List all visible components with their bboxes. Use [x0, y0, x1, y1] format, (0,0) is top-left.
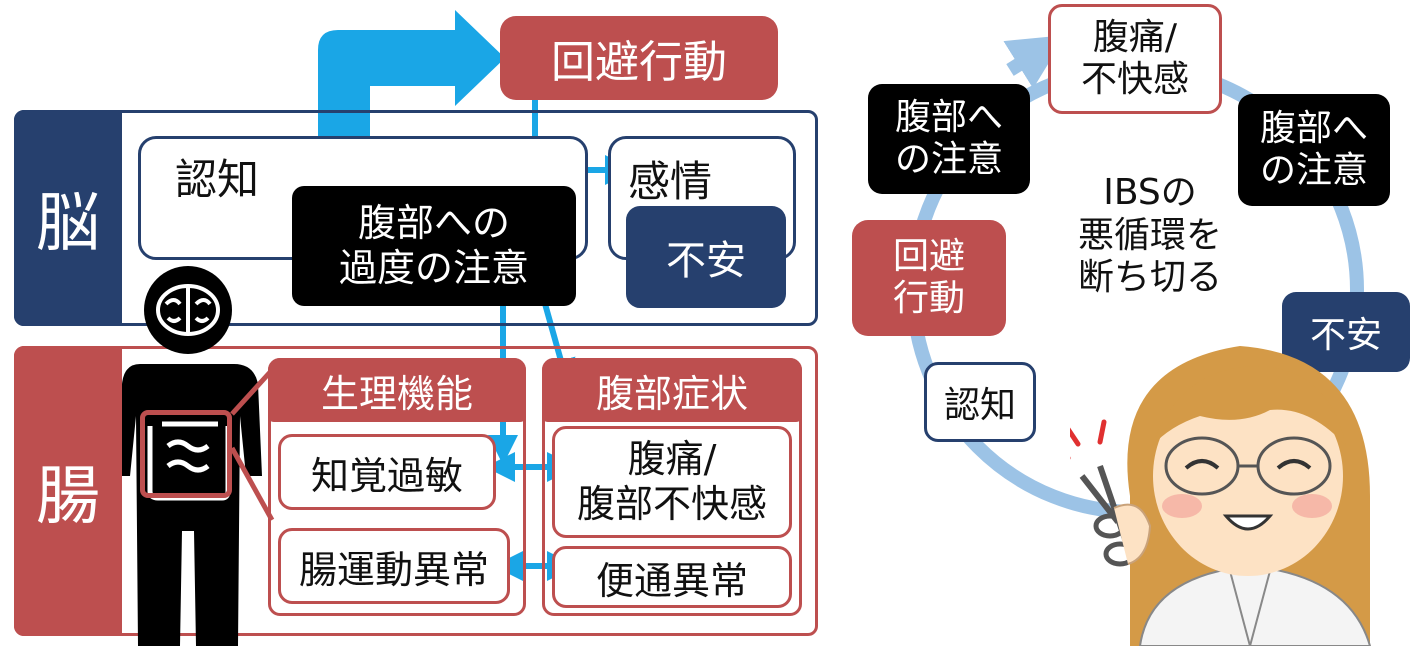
cycle-center-line-1: IBSの — [1103, 172, 1197, 214]
symptoms-header: 腹部症状 — [542, 358, 802, 422]
cycle-pain-line-2: 不快感 — [1080, 59, 1189, 100]
cycle-attention-right-line-2: の注意 — [1259, 150, 1368, 191]
cycle-avoidance-line-2: 行動 — [892, 278, 965, 319]
attention-line-1: 腹部への — [357, 201, 510, 246]
cycle-avoidance-box: 回避 行動 — [852, 220, 1006, 336]
cycle-center-line-3: 断ち切る — [1077, 257, 1222, 299]
cycle-cognition-box: 認知 — [924, 362, 1036, 442]
cycle-avoidance-line-1: 回避 — [892, 235, 965, 277]
cycle-attention-right-line-1: 腹部へ — [1259, 107, 1368, 149]
pain-line-2: 腹部不快感 — [576, 482, 767, 526]
abdominal-pain-box: 腹痛/ 腹部不快感 — [552, 426, 792, 538]
anxiety-box: 不安 — [626, 206, 786, 308]
cycle-anxiety-box: 不安 — [1282, 292, 1410, 372]
hypersensitivity-box: 知覚過敏 — [278, 434, 496, 510]
brain-label: 脳 — [14, 110, 122, 326]
doctor-illustration — [1070, 346, 1372, 646]
physiology-header: 生理機能 — [268, 358, 526, 422]
emotion-label: 感情 — [628, 157, 713, 206]
motility-box: 腸運動異常 — [278, 528, 510, 604]
cycle-attention-left-line-1: 腹部へ — [894, 96, 1003, 138]
intestine-highlight — [140, 410, 232, 498]
cycle-pain-box: 腹痛/ 不快感 — [1048, 4, 1222, 114]
attention-line-2: 過度の注意 — [338, 246, 529, 290]
cycle-attention-left-line-2: の注意 — [894, 139, 1003, 180]
excessive-attention-box: 腹部への 過度の注意 — [292, 186, 576, 306]
cognition-label: 認知 — [175, 155, 260, 204]
scissors-icon — [1079, 465, 1152, 567]
cycle-attention-left: 腹部へ の注意 — [868, 84, 1030, 194]
gut-label: 腸 — [14, 346, 122, 636]
cycle-center-text: IBSの 悪循環を 断ち切る — [1050, 166, 1250, 306]
cycle-attention-right: 腹部へ の注意 — [1238, 94, 1390, 206]
avoidance-box: 回避行動 — [500, 16, 778, 100]
pain-line-1: 腹痛/ — [627, 437, 717, 482]
cycle-center-line-2: 悪循環を — [1077, 214, 1222, 256]
bowel-abnormality-box: 便通異常 — [552, 546, 792, 608]
brain-icon — [156, 284, 220, 336]
cycle-pain-line-1: 腹痛/ — [1092, 16, 1178, 58]
